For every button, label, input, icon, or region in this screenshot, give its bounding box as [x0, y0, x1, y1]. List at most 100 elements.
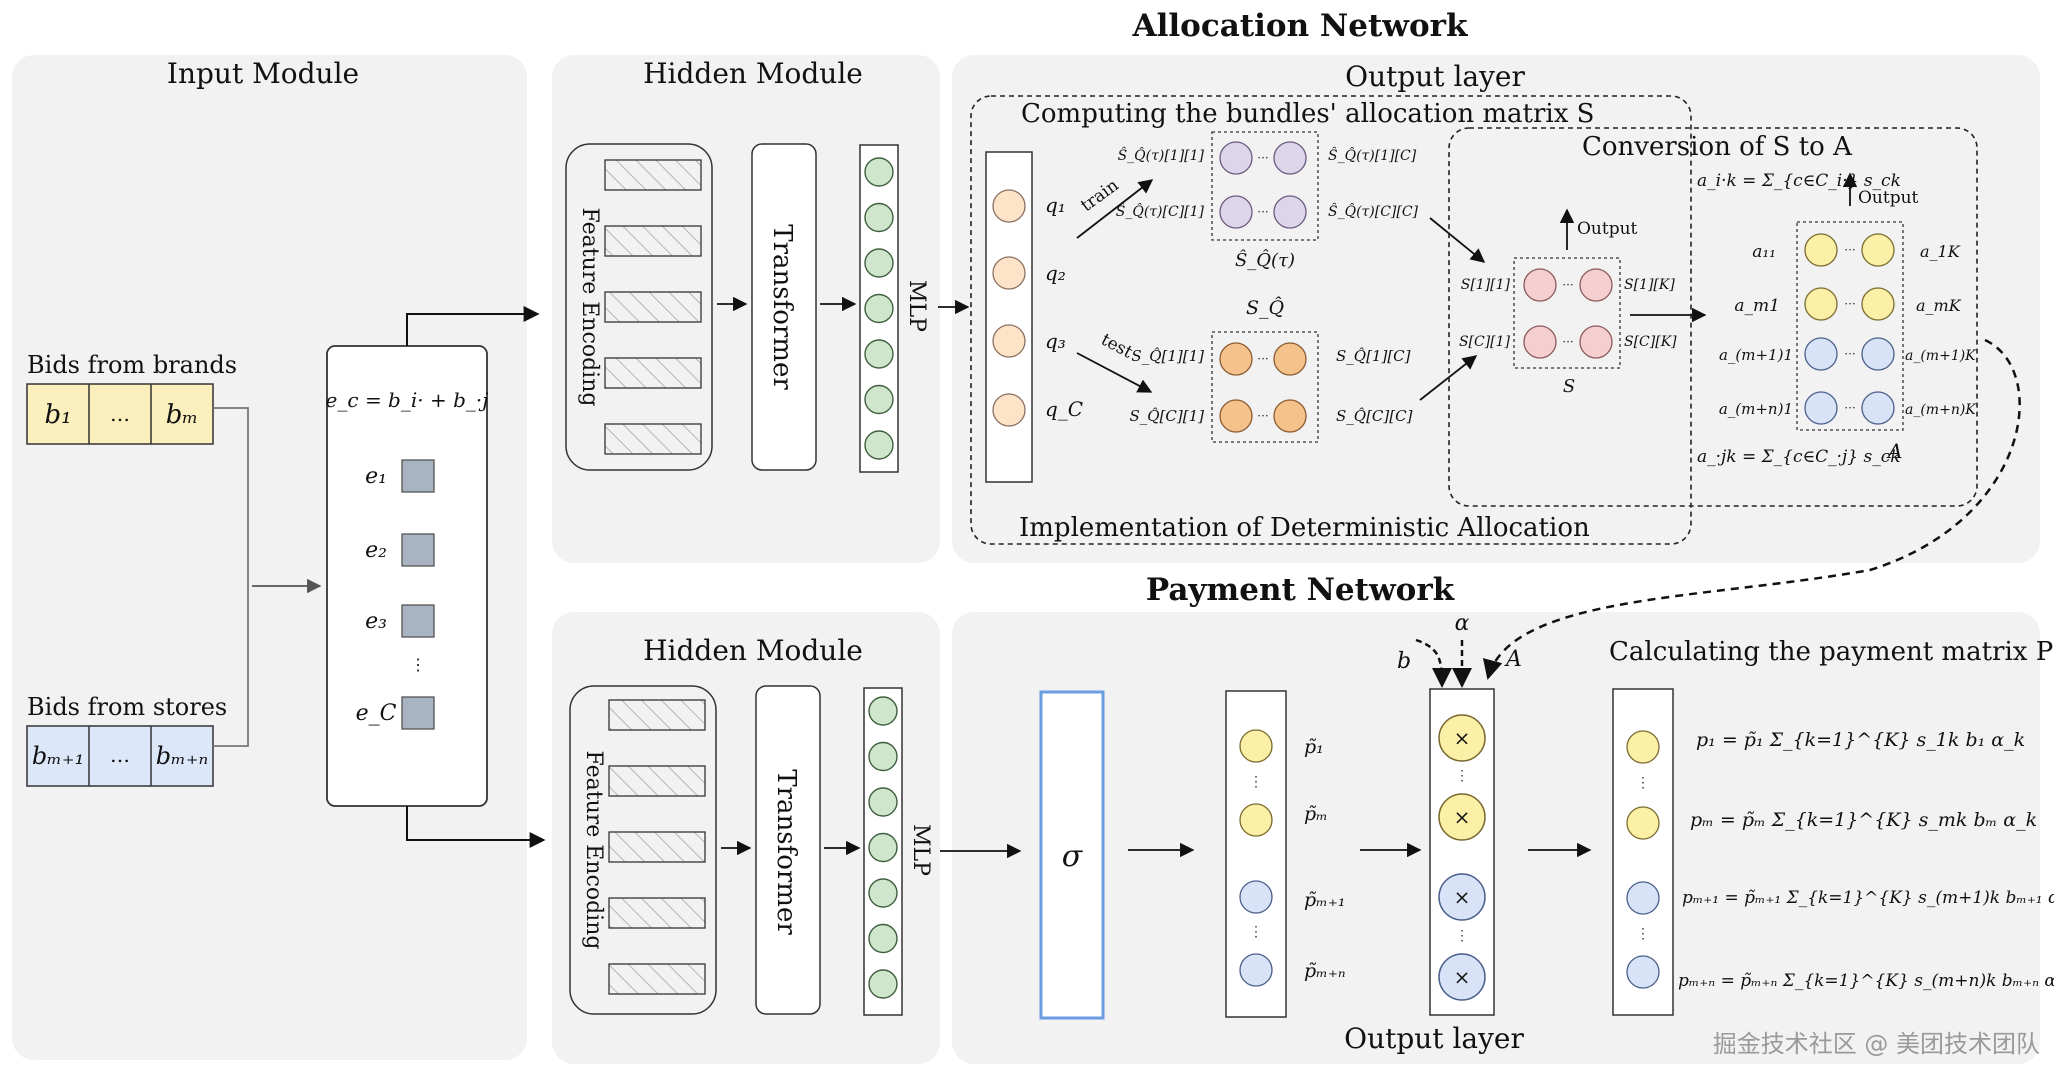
train-label-cc: Ŝ_Q̂(τ)[C][C]: [1328, 202, 1419, 220]
svg-text:···: ···: [1257, 352, 1268, 366]
mlp-bottom-label: MLP: [908, 824, 933, 876]
payment-formula-m1: pₘ₊₁ = p̃ₘ₊₁ Σ_{k=1}^{K} s_(m+1)k bₘ₊₁ α…: [1682, 888, 2054, 908]
train-to-s-arrow: [1429, 217, 1486, 263]
s-caption: S: [1563, 376, 1575, 397]
bundles-allocation-title: Computing the bundles' allocation matrix…: [1021, 99, 1594, 129]
allocation-network-title: Allocation Network: [1132, 8, 1469, 44]
q-label-c: q_C: [1045, 397, 1083, 421]
svg-text:···: ···: [1562, 335, 1573, 349]
svg-text:···: ···: [1844, 243, 1855, 257]
conversion-title: Conversion of S to A: [1582, 132, 1853, 162]
feature-encoding-top-label: Feature Encoding: [577, 208, 602, 407]
embed-square-ec: [401, 696, 435, 730]
a-matrix-label: A: [1886, 439, 1902, 463]
mlp-node: [868, 878, 898, 908]
s-output-label: Output: [1577, 219, 1638, 239]
train-label-11: Ŝ_Q̂(τ)[1][1]: [1118, 146, 1205, 164]
q-node-1: [992, 189, 1026, 223]
train-matrix-nodes: ··· ···: [1219, 141, 1307, 229]
mlp-node: [864, 339, 894, 369]
ptilde-node-1: [1239, 729, 1273, 763]
product-node-3: [1438, 873, 1486, 921]
transformer-bottom: [755, 685, 821, 1015]
embed-vdots: ⋮: [410, 655, 426, 674]
mlp-top-nodes: [864, 157, 894, 460]
deterministic-allocation-label: Implementation of Deterministic Allocati…: [1019, 513, 1590, 543]
a-output-label: Output: [1858, 188, 1919, 208]
mlp-node: [864, 384, 894, 415]
svg-text:···: ···: [1844, 297, 1855, 311]
mlp-node: [868, 969, 898, 999]
product-node-4: [1438, 953, 1486, 1001]
input-b-arrow: [1415, 638, 1452, 688]
svg-text:⋮: ⋮: [1455, 928, 1469, 944]
store-bids-row: bₘ₊₁ … bₘ₊ₙ: [26, 725, 214, 787]
allocation-output-panel: [952, 55, 2040, 563]
a-left-label-3: a_(m+1)1: [1719, 346, 1793, 364]
embed-to-bottom-hidden-arrow: [406, 806, 546, 848]
q-node-3: [992, 324, 1026, 358]
test-caption: S_Q̂: [1246, 297, 1284, 319]
payment-network-title: Payment Network: [1146, 572, 1456, 608]
a-right-label-2: a_mK: [1916, 296, 1962, 315]
q-node-c: [992, 393, 1026, 427]
times-symbol-4: ×: [1454, 965, 1471, 989]
q-label-3: q₃: [1045, 329, 1066, 353]
payment-formula-mn: pₘ₊ₙ = p̃ₘ₊ₙ Σ_{k=1}^{K} s_(m+n)k bₘ₊ₙ α…: [1678, 971, 2054, 991]
mlp-node: [864, 430, 894, 460]
a-matrix-nodes: ··· ··· ··· ···: [1804, 233, 1895, 425]
feature-bars-bottom: [608, 699, 706, 995]
train-label-c1: Ŝ_Q̂(τ)[C][1]: [1116, 202, 1205, 220]
train-label-1c: Ŝ_Q̂(τ)[1][C]: [1328, 146, 1417, 164]
store-cell-last: bₘ₊ₙ: [156, 742, 208, 770]
ptilde-label-1: p̃₁: [1304, 736, 1324, 758]
payment-node-m1: [1626, 881, 1660, 915]
a-left-label-1: a₁₁: [1752, 242, 1776, 262]
embed-label-e1: e₁: [365, 464, 387, 489]
test-label-11: S_Q̂[1][1]: [1131, 347, 1204, 365]
ptilde-label-mn: p̃ₘ₊ₙ: [1304, 960, 1346, 982]
q-nodes: [992, 189, 1026, 427]
ptilde-nodes: ⋮ ⋮: [1239, 729, 1273, 987]
conversion-box: [1448, 127, 1978, 507]
input-module-panel: [12, 55, 527, 1060]
mlp-node: [868, 696, 898, 726]
mlp-node: [864, 248, 894, 278]
svg-text:⋮: ⋮: [1636, 926, 1650, 942]
watermark: 掘金技术社区 @ 美团技术团队: [1713, 1030, 2040, 1058]
sigma-label: σ: [1062, 839, 1084, 874]
hidden-module-top-title: Hidden Module: [643, 57, 863, 90]
embedding-block: [326, 345, 488, 807]
s-label-1k: S[1][K]: [1624, 277, 1675, 293]
feature-encoding-bottom-label: Feature Encoding: [581, 751, 606, 950]
ptilde-node-m: [1239, 803, 1273, 837]
test-arrow: [1076, 352, 1153, 393]
feature-bars-top: [604, 159, 702, 455]
mlp-top-label: MLP: [904, 280, 929, 332]
svg-text:⋮: ⋮: [1455, 768, 1469, 784]
svg-text:···: ···: [1844, 347, 1855, 361]
mlp-node: [868, 787, 898, 817]
s-label-c1: S[C][1]: [1459, 334, 1511, 350]
input-b-label: b: [1397, 649, 1411, 674]
payment-calc-title: Calculating the payment matrix P: [1609, 637, 2053, 667]
payment-formula-m: pₘ = p̃ₘ Σ_{k=1}^{K} s_mk bₘ α_k: [1690, 809, 2037, 831]
embed-square-e2: [401, 533, 435, 567]
mlp-node: [864, 293, 894, 324]
train-matrix-box: [1211, 131, 1319, 241]
product-nodes: ⋮ ⋮: [1438, 714, 1486, 1001]
feature-encoding-bottom: [569, 685, 717, 1015]
a-left-label-2: a_m1: [1734, 296, 1780, 316]
svg-text:⋮: ⋮: [1249, 774, 1263, 790]
svg-text:···: ···: [1844, 401, 1855, 415]
svg-text:···: ···: [1257, 205, 1268, 219]
test-label-cc: S_Q̂[C][C]: [1336, 407, 1413, 425]
brand-cell-ellipsis: …: [110, 402, 130, 426]
product-node-2: [1438, 793, 1486, 841]
embed-label-e3: e₃: [365, 609, 387, 634]
svg-text:···: ···: [1257, 151, 1268, 165]
a-matrix-box: [1796, 221, 1904, 431]
a-right-label-1: a_1K: [1920, 242, 1961, 261]
svg-text:⋮: ⋮: [1636, 775, 1650, 791]
